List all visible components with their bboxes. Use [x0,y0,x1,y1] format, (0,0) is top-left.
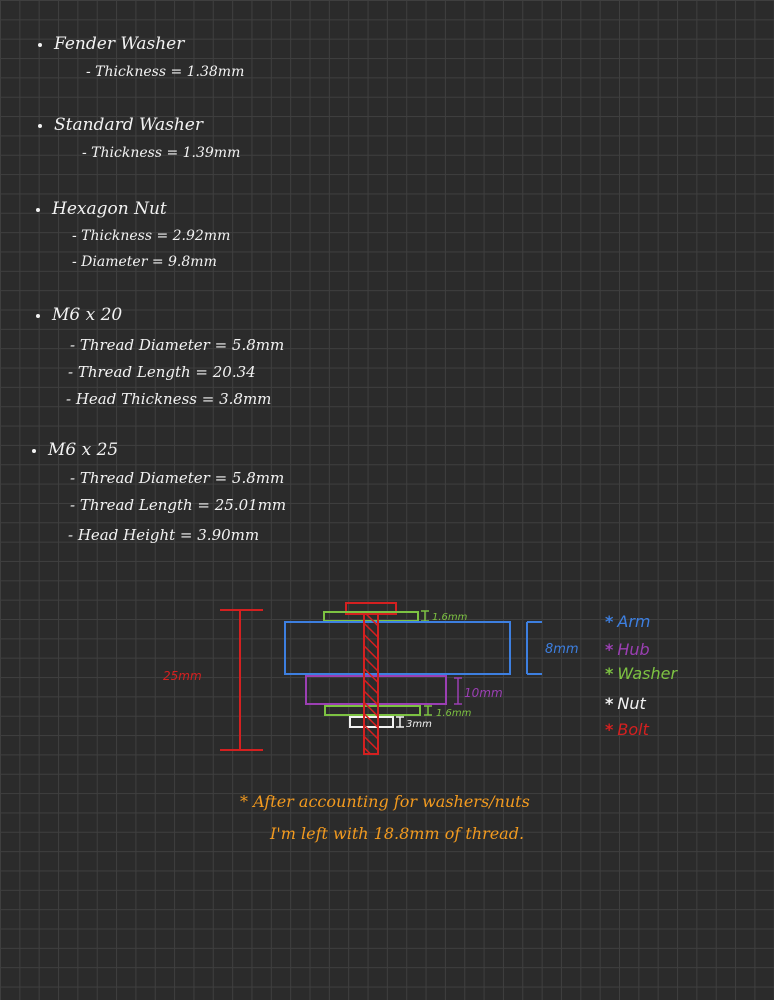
asterisk-icon: * [605,664,614,683]
nut-label: 3mm [406,719,432,730]
asterisk-icon: * [605,612,614,631]
footnote: * After accounting for washers/nuts I'm … [240,792,620,852]
bolt-length-dimension [220,609,263,751]
bottom-washer-dimension [424,705,432,716]
nut-dimension [396,716,404,728]
m6x20-title: M6 x 20 [36,305,122,325]
m6x20-thread-diameter: - Thread Diameter = 5.8mm [70,336,285,354]
hub-thickness-dimension [454,677,462,705]
arm-thickness-label: 8mm [545,642,579,657]
legend: *Arm *Hub *Washer *Nut *Bolt [605,612,755,742]
top-washer-label: 1.6mm [432,612,468,623]
bullet-icon [38,42,42,47]
fender-washer-title: Fender Washer [38,34,184,54]
hexagon-nut-diameter: - Diameter = 9.8mm [72,254,217,270]
hub-thickness-label: 10mm [464,686,503,700]
standard-washer-thickness: - Thickness = 1.39mm [82,145,241,161]
arm [284,621,511,675]
m6x25-thread-length: - Thread Length = 25.01mm [70,496,287,514]
bullet-icon [36,207,40,212]
asterisk-icon: * [605,694,614,713]
hexagon-nut-title: Hexagon Nut [36,199,167,219]
m6x25-title: M6 x 25 [32,440,118,460]
m6x20-thread-length: - Thread Length = 20.34 [68,363,256,381]
legend-item-bolt: *Bolt [605,720,649,739]
legend-item-arm: *Arm [605,612,651,631]
legend-item-nut: *Nut [605,694,646,713]
bottom-washer-label: 1.6mm [436,708,472,719]
bullet-icon [38,123,42,128]
m6x25-head-height: - Head Height = 3.90mm [68,526,260,544]
m6x20-head-thickness: - Head Thickness = 3.8mm [66,390,272,408]
standard-washer-title: Standard Washer [38,115,203,135]
bolt-shank [363,613,379,755]
footnote-line-1: * After accounting for washers/nuts [240,792,530,811]
asterisk-icon: * [605,720,614,739]
legend-item-washer: *Washer [605,664,678,683]
asterisk-icon: * [605,640,614,659]
hexagon-nut-thickness: - Thickness = 2.92mm [72,228,231,244]
fender-washer-thickness: - Thickness = 1.38mm [86,64,245,80]
bullet-icon [36,313,40,318]
top-washer-dimension [421,610,429,622]
notes-section: Fender Washer - Thickness = 1.38mm Stand… [32,34,287,544]
bolt-length-label: 25mm [163,669,202,683]
arm-thickness-dimension [526,621,542,675]
m6x25-thread-diameter: - Thread Diameter = 5.8mm [70,469,285,487]
bullet-icon [32,448,36,453]
legend-item-hub: *Hub [605,640,650,659]
footnote-line-2: I'm left with 18.8mm of thread. [270,824,525,843]
